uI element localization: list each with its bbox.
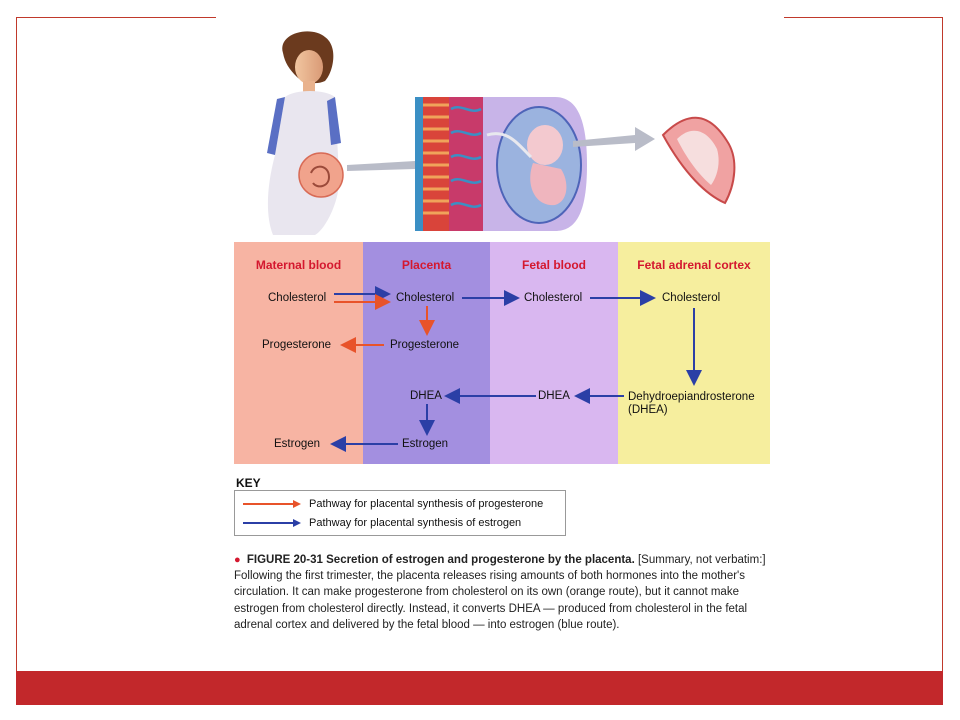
key-title: KEY (236, 476, 261, 490)
figure-title: Secretion of estrogen and progesterone b… (326, 554, 635, 566)
placenta-cross-section (415, 97, 483, 231)
column-maternal-blood: Maternal blood (234, 242, 363, 464)
node-maternal-cholesterol: Cholesterol (268, 292, 327, 304)
node-maternal-estrogen: Estrogen (274, 438, 321, 450)
node-fetal-cholesterol: Cholesterol (524, 292, 583, 304)
orange-arrow-icon (243, 500, 301, 508)
key-label-progesterone: Pathway for placental synthesis of proge… (309, 498, 544, 510)
node-placenta-dhea: DHEA (410, 390, 442, 402)
node-adrenal-dhea-line2: (DHEA) (628, 404, 668, 416)
figure-caption: ● FIGURE 20-31 Secretion of estrogen and… (234, 552, 770, 633)
blue-arrow-icon (243, 519, 301, 527)
key-legend: Pathway for placental synthesis of proge… (234, 490, 566, 536)
pregnant-woman-figure (267, 31, 344, 235)
node-maternal-progesterone: Progesterone (262, 339, 332, 351)
key-row-progesterone: Pathway for placental synthesis of proge… (241, 497, 543, 511)
node-placenta-estrogen: Estrogen (402, 438, 449, 450)
steroid-pathway-diagram: Maternal blood Placenta Fetal blood Feta… (234, 242, 770, 464)
caption-body: [Summary, not verbatim:] Following the f… (234, 554, 766, 631)
pregnancy-illustration (267, 31, 736, 235)
figure-label: FIGURE 20-31 (246, 554, 323, 566)
footer-bar (16, 671, 943, 705)
key-label-estrogen: Pathway for placental synthesis of estro… (309, 517, 522, 529)
node-placenta-cholesterol: Cholesterol (396, 292, 455, 304)
adrenal-gland (661, 116, 736, 205)
node-adrenal-dhea: Dehydroepiandrosterone (DHEA) (628, 391, 755, 417)
frame-top-rule-right (784, 17, 943, 18)
column-heading-maternal: Maternal blood (255, 258, 342, 272)
column-heading-fetal: Fetal blood (522, 258, 586, 272)
fetus-in-uterus (483, 97, 587, 231)
key-row-estrogen: Pathway for placental synthesis of estro… (241, 516, 521, 530)
column-heading-adrenal: Fetal adrenal cortex (637, 258, 751, 272)
column-heading-placenta: Placenta (401, 258, 452, 272)
pathway-arrows (330, 286, 702, 452)
node-adrenal-cholesterol: Cholesterol (662, 292, 721, 304)
node-placenta-progesterone: Progesterone (390, 339, 460, 351)
node-adrenal-dhea-line1: Dehydroepiandrosterone (628, 391, 755, 403)
caption-bullet-icon: ● (234, 554, 241, 566)
column-fetal-blood: Fetal blood (490, 242, 618, 464)
node-fetal-dhea: DHEA (538, 390, 570, 402)
frame-top-rule-left (16, 17, 216, 18)
